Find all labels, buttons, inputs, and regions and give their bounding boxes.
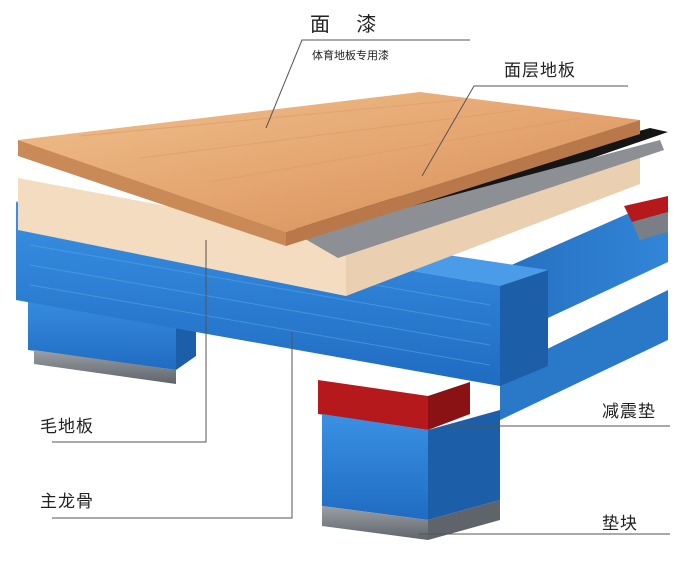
right-support	[318, 380, 500, 540]
label-leveling-block: 垫块	[602, 514, 638, 534]
label-subfloor: 毛地板	[40, 417, 94, 437]
label-main-joist: 主龙骨	[40, 492, 94, 512]
label-finish-paint-sub: 体育地板专用漆	[312, 49, 389, 62]
subfloor-board	[18, 146, 640, 296]
label-finish-paint: 面 漆	[310, 12, 387, 36]
label-surface-board: 面层地板	[504, 61, 576, 81]
label-shock-pad: 减震垫	[602, 402, 656, 422]
moisture-film	[290, 128, 668, 258]
surface-wood-board	[18, 92, 640, 246]
leader-lines	[52, 39, 670, 535]
